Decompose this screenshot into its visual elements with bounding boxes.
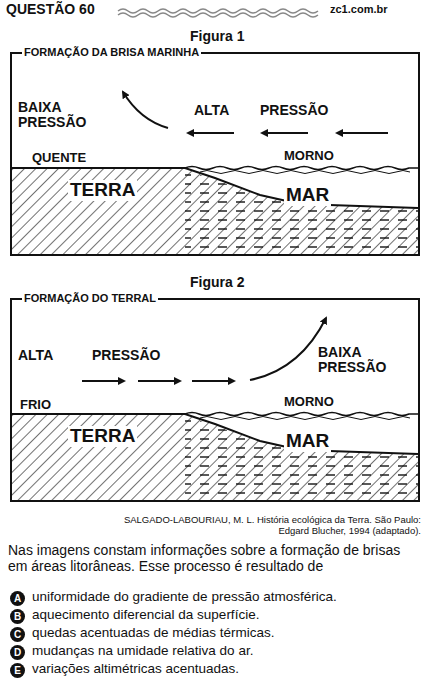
temperature-label: MORNO xyxy=(284,395,334,409)
option-text: variações altimétricas acentuadas. xyxy=(32,662,239,677)
watermark: zc1.com.br xyxy=(330,3,387,15)
option-text: aquecimento diferencial da superfície. xyxy=(32,608,259,623)
figure-heading: FORMAÇÃO DA BRISA MARINHA xyxy=(22,46,201,58)
temperature-label: MORNO xyxy=(284,149,334,163)
figure-title: Figura 2 xyxy=(190,275,244,290)
option-text: mudanças na umidade relativa do ar. xyxy=(32,644,253,659)
question-text: Nas imagens constam informações sobre a … xyxy=(8,543,422,574)
pressure-label: PRESSÃO xyxy=(92,348,160,363)
pressure-label: ALTA xyxy=(194,103,229,118)
figure-title: Figura 1 xyxy=(190,29,244,44)
option-letter: D xyxy=(10,645,25,660)
figure-heading: FORMAÇÃO DO TERRAL xyxy=(22,292,158,304)
option-letter: A xyxy=(10,591,25,606)
option-letter: E xyxy=(10,663,25,678)
option-letter: B xyxy=(10,609,25,624)
option-text: uniformidade do gradiente de pressão atm… xyxy=(32,590,337,605)
sea-label: MAR xyxy=(284,431,331,452)
figure-frame: Figura 2FORMAÇÃO DO TERRAL xyxy=(10,298,420,502)
question-number: QUESTÃO 60 xyxy=(6,2,95,17)
land-label: TERRA xyxy=(68,426,137,447)
source-citation: SALGADO-LABOURIAU, M. L. História ecológ… xyxy=(121,514,421,537)
temperature-label: QUENTE xyxy=(32,151,86,165)
pressure-label: ALTA xyxy=(18,348,53,363)
sea-label: MAR xyxy=(284,185,331,206)
land-label: TERRA xyxy=(68,180,137,201)
option-text: quedas acentuadas de médias térmicas. xyxy=(32,626,274,641)
temperature-label: FRIO xyxy=(20,398,51,412)
option-letter: C xyxy=(10,627,25,642)
pressure-label: BAIXA PRESSÃO xyxy=(318,345,398,376)
pressure-label: BAIXA PRESSÃO xyxy=(18,100,98,131)
pressure-label: PRESSÃO xyxy=(260,103,328,118)
